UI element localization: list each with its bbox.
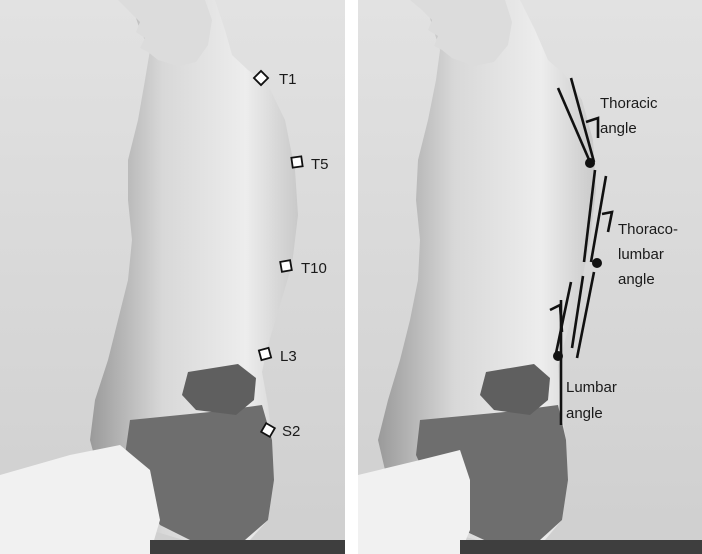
right-panel: Thoracic angle Thoraco- lumbar angle Lum… — [358, 0, 702, 554]
marker-label-t10: T10 — [301, 260, 327, 277]
marker-l3-square — [259, 348, 271, 360]
marker-label-s2: S2 — [282, 423, 300, 440]
right-bench — [460, 540, 702, 554]
label-lumbar-angle-line2: angle — [566, 405, 603, 422]
marker-label-t5: T5 — [311, 156, 329, 173]
marker-label-l3: L3 — [280, 348, 297, 365]
marker-t10-square — [280, 260, 292, 272]
label-lumbar-angle-line1: Lumbar — [566, 379, 617, 396]
label-thoracic-angle-line1: Thoracic — [600, 95, 658, 112]
marker-t5-square — [291, 156, 302, 167]
label-thoracolumbar-angle-line1: Thoraco- — [618, 221, 678, 238]
label-thoracic-angle-line2: angle — [600, 120, 637, 137]
left-bench — [150, 540, 345, 554]
label-thoracolumbar-angle-line2: lumbar — [618, 246, 664, 263]
thoracolumbar-vertex-dot — [592, 258, 602, 268]
left-panel: T1 T5 T10 L3 S2 — [0, 0, 345, 554]
label-thoracolumbar-angle-line3: angle — [618, 271, 655, 288]
marker-label-t1: T1 — [279, 71, 297, 88]
thoracic-vertex-dot — [585, 158, 595, 168]
lumbar-vertex-dot — [553, 351, 563, 361]
